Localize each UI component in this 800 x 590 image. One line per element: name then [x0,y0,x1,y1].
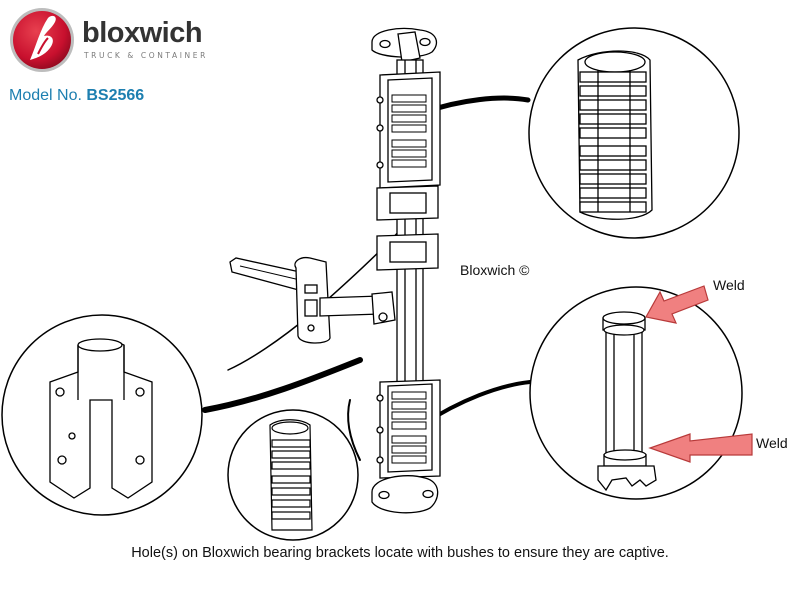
detail-welded-tube [529,285,753,500]
model-value: BS2566 [86,87,145,104]
leader-lines [202,95,532,461]
caption: Hole(s) on Bloxwich bearing brackets loc… [131,545,669,561]
bloxwich-logo-icon [10,8,74,72]
copyright-text: Bloxwich © [460,262,530,278]
brand-tagline: TRUCK & CONTAINER [84,51,208,60]
model-label: Model No. [9,87,82,104]
brand-name: bloxwich [82,17,203,49]
weld-label-top: Weld [713,277,745,293]
detail-small-bracket [227,409,359,541]
detail-bracket-plate [1,314,203,516]
locking-bar-assembly [229,27,441,514]
weld-arrow-icon [645,285,753,463]
detail-bracket-teeth [528,27,740,239]
weld-label-bottom: Weld [756,435,788,451]
model-number: Model No. BS2566 [9,87,144,105]
